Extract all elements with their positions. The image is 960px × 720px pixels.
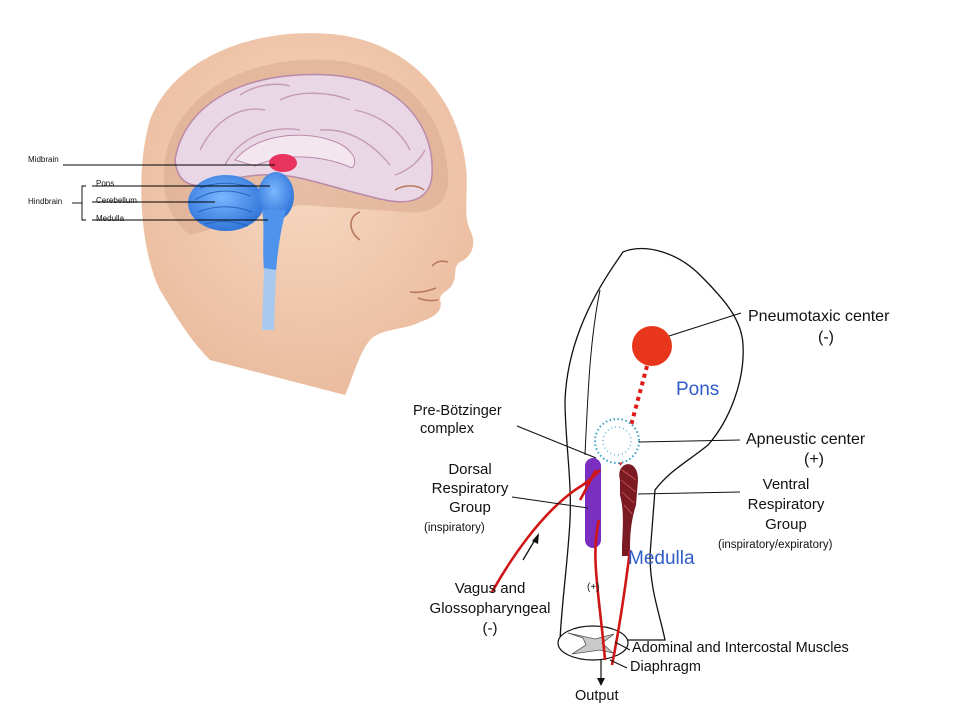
label-midbrain: Midbrain <box>28 155 59 164</box>
label-ventral-line1: Ventral <box>762 476 810 493</box>
label-vagus-line2: Glossopharyngeal <box>429 600 551 617</box>
face-features <box>350 185 449 302</box>
head-illustration <box>63 33 474 396</box>
label-pre-botzinger-line1: Pre-Bötzinger <box>413 403 502 419</box>
brainstem-inner-line <box>584 289 601 456</box>
brainstem-outline <box>559 247 744 641</box>
diagram-leader-lines <box>511 312 742 669</box>
ventral-texture <box>620 469 637 515</box>
cerebellum-folia <box>194 182 253 227</box>
nerve-pathways <box>490 469 632 666</box>
pons-shape <box>258 172 294 220</box>
label-medulla-region: Medulla <box>628 548 695 569</box>
apneustic-center-node <box>594 418 640 464</box>
spinal-cord <box>262 268 276 330</box>
label-hindbrain: Hindbrain <box>28 197 63 206</box>
pneumotaxic-center-node <box>632 326 672 366</box>
medulla-shape <box>262 210 286 272</box>
label-dorsal-type: (inspiratory) <box>424 522 485 534</box>
midbrain-shape <box>269 154 297 172</box>
label-pneumotaxic-effect: (-) <box>818 329 834 346</box>
label-pre-botzinger-line2: complex <box>420 421 474 437</box>
diagram-panel <box>475 205 960 720</box>
label-vagus-effect: (-) <box>482 620 498 637</box>
cerebellum-shape <box>188 175 264 231</box>
apneustic-center-inner <box>602 426 632 456</box>
diagram-panel-extension <box>403 380 483 720</box>
label-dorsal-line1: Dorsal <box>448 461 492 478</box>
label-muscles: Adominal and Intercostal Muscles <box>632 640 849 656</box>
label-ventral-type: (inspiratory/expiratory) <box>718 539 833 551</box>
label-pons-small: Pons <box>96 179 115 188</box>
brain-leader-lines <box>63 164 275 221</box>
label-pneumotaxic-center: Pneumotaxic center <box>748 308 890 325</box>
label-cerebellum: Cerebellum <box>96 196 137 205</box>
output-arrowhead <box>597 678 605 686</box>
cerebrum-folds <box>199 83 426 176</box>
respiratory-diagram <box>403 205 960 720</box>
afferent-arrowhead <box>532 533 539 544</box>
label-dorsal-line2: Respiratory <box>431 480 509 497</box>
label-ventral-line3: Group <box>765 516 807 533</box>
label-diaphragm: Diaphragm <box>630 659 701 675</box>
corpus-callosum <box>234 134 356 169</box>
label-ventral-line2: Respiratory <box>747 496 825 513</box>
label-apneustic-center: Apneustic center <box>746 431 866 448</box>
label-dorsal-line3: Group <box>449 499 491 516</box>
label-output: Output <box>575 688 619 704</box>
label-medulla-small: Medulla <box>96 214 125 223</box>
label-apneustic-effect: (+) <box>804 451 824 468</box>
label-vagus-line1: Vagus and <box>454 580 526 597</box>
label-pons-region: Pons <box>676 379 720 400</box>
label-plus-marker: (+) <box>587 582 600 593</box>
